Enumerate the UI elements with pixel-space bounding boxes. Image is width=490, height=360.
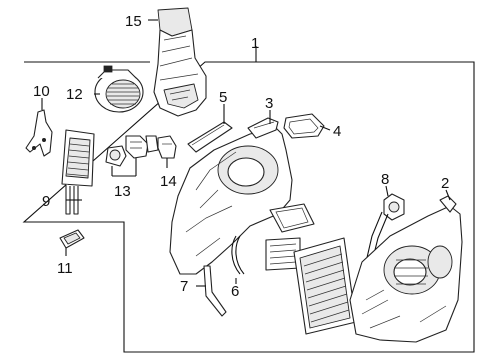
gasket-part-5 — [187, 121, 233, 153]
drain-tube-part-6 — [231, 235, 245, 275]
air-filter-frame — [269, 203, 315, 233]
callout-4: 4 — [333, 123, 341, 140]
actuator-part-13b — [125, 135, 149, 159]
callout-14: 14 — [160, 173, 177, 190]
callout-8: 8 — [381, 171, 389, 188]
callout-1: 1 — [251, 35, 259, 52]
callout-11: 11 — [57, 260, 73, 277]
blower-motor-part-12 — [94, 65, 144, 113]
callout-2: 2 — [441, 175, 449, 192]
hvac-case-left-part-3 — [169, 117, 293, 275]
callout-13: 13 — [114, 183, 131, 200]
temp-sensor-part-7 — [203, 265, 227, 317]
sensor-part-14 — [157, 135, 177, 159]
actuator-part-13a — [105, 145, 127, 167]
evaporator-core — [293, 237, 357, 335]
seal-part-4 — [283, 113, 325, 139]
callout-12: 12 — [66, 86, 83, 103]
callout-5: 5 — [219, 89, 227, 106]
leader-lines — [41, 19, 451, 287]
callout-7: 7 — [180, 278, 188, 295]
callout-15: 15 — [125, 13, 142, 30]
assembly-frame — [22, 61, 475, 353]
air-duct-part-15 — [153, 7, 207, 117]
callout-6: 6 — [231, 283, 239, 300]
foam-pad-part-11 — [59, 229, 85, 249]
bracket-part-10 — [25, 109, 53, 157]
callout-3: 3 — [265, 95, 273, 112]
hvac-case-right-part-2 — [349, 195, 463, 343]
heater-core-part-9 — [61, 129, 95, 215]
callout-10: 10 — [33, 83, 50, 100]
callout-9: 9 — [42, 193, 50, 210]
sensor-part-13c — [145, 135, 159, 153]
